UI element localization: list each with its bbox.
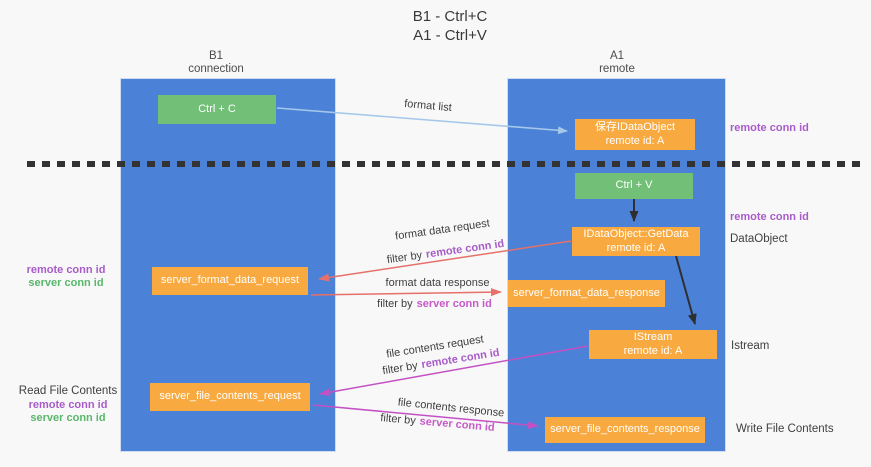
node-istream: IStream remote id: A: [589, 330, 717, 359]
node-saved-idataobject-line2: remote id: A: [605, 134, 665, 147]
node-ctrl-c: Ctrl + C: [158, 95, 276, 124]
filter-prefix: filter by: [386, 249, 423, 267]
filter-key-remote-conn-id: remote conn id: [425, 237, 505, 261]
node-getdata-line2: remote id: A: [606, 241, 666, 254]
node-ctrl-v: Ctrl + V: [575, 173, 693, 199]
node-istream-line2: remote id: A: [623, 344, 683, 357]
annotation-dataobject: DataObject: [730, 233, 788, 245]
lane-header-b1: B1 connection: [146, 50, 286, 76]
node-saved-idataobject-line1: 保存IDataObject: [594, 121, 676, 133]
lane-a1-name: A1: [609, 50, 625, 62]
annotation-format-request-ids: remote conn id server conn id: [20, 264, 112, 290]
annotation-read-file-contents: Read File Contents: [18, 385, 118, 397]
filter-prefix: filter by: [381, 359, 419, 378]
node-saved-idataobject: 保存IDataObject remote id: A: [575, 119, 695, 150]
annotation-server-conn-id-left2: server conn id: [30, 412, 106, 424]
node-getdata-line1: IDataObject::GetData: [583, 228, 689, 240]
diagram-title: B1 - Ctrl+C A1 - Ctrl+V: [330, 7, 570, 45]
annotation-remote-conn-id-mid: remote conn id: [730, 211, 809, 223]
annotation-server-conn-id-left: server conn id: [28, 277, 104, 289]
filter-key-server-conn-id: server conn id: [416, 298, 492, 310]
node-idataobject-getdata: IDataObject::GetData remote id: A: [572, 227, 700, 256]
lane-b1-name: B1: [208, 50, 224, 62]
lane-a1-role: remote: [599, 63, 635, 75]
filter-prefix: filter by: [379, 412, 417, 428]
format-data-response-arrow: [310, 288, 502, 297]
node-server-file-contents-response: server_file_contents_response: [545, 417, 705, 443]
lane-header-a1: A1 remote: [547, 50, 687, 76]
annotation-istream: Istream: [731, 340, 770, 352]
node-server-format-data-response: server_format_data_response: [508, 280, 665, 307]
annotation-write-file-contents: Write File Contents: [736, 423, 834, 435]
annotation-remote-conn-id-left2: remote conn id: [28, 399, 108, 411]
lane-b1-role: connection: [188, 63, 244, 75]
filter-prefix: filter by: [377, 298, 413, 310]
node-server-file-contents-request: server_file_contents_request: [150, 383, 310, 411]
node-istream-line1: IStream: [633, 331, 673, 343]
label-format-list: format list: [403, 97, 453, 115]
title-line-1: B1 - Ctrl+C: [412, 8, 488, 25]
title-line-2: A1 - Ctrl+V: [413, 27, 487, 44]
node-server-format-data-request: server_format_data_request: [152, 267, 308, 295]
annotation-remote-conn-id-left: remote conn id: [26, 264, 106, 276]
label-format-data-response: format data response: [385, 277, 490, 289]
annotation-file-request-ids: Read File Contents remote conn id server…: [14, 384, 122, 425]
annotation-remote-conn-id-top: remote conn id: [730, 122, 809, 134]
